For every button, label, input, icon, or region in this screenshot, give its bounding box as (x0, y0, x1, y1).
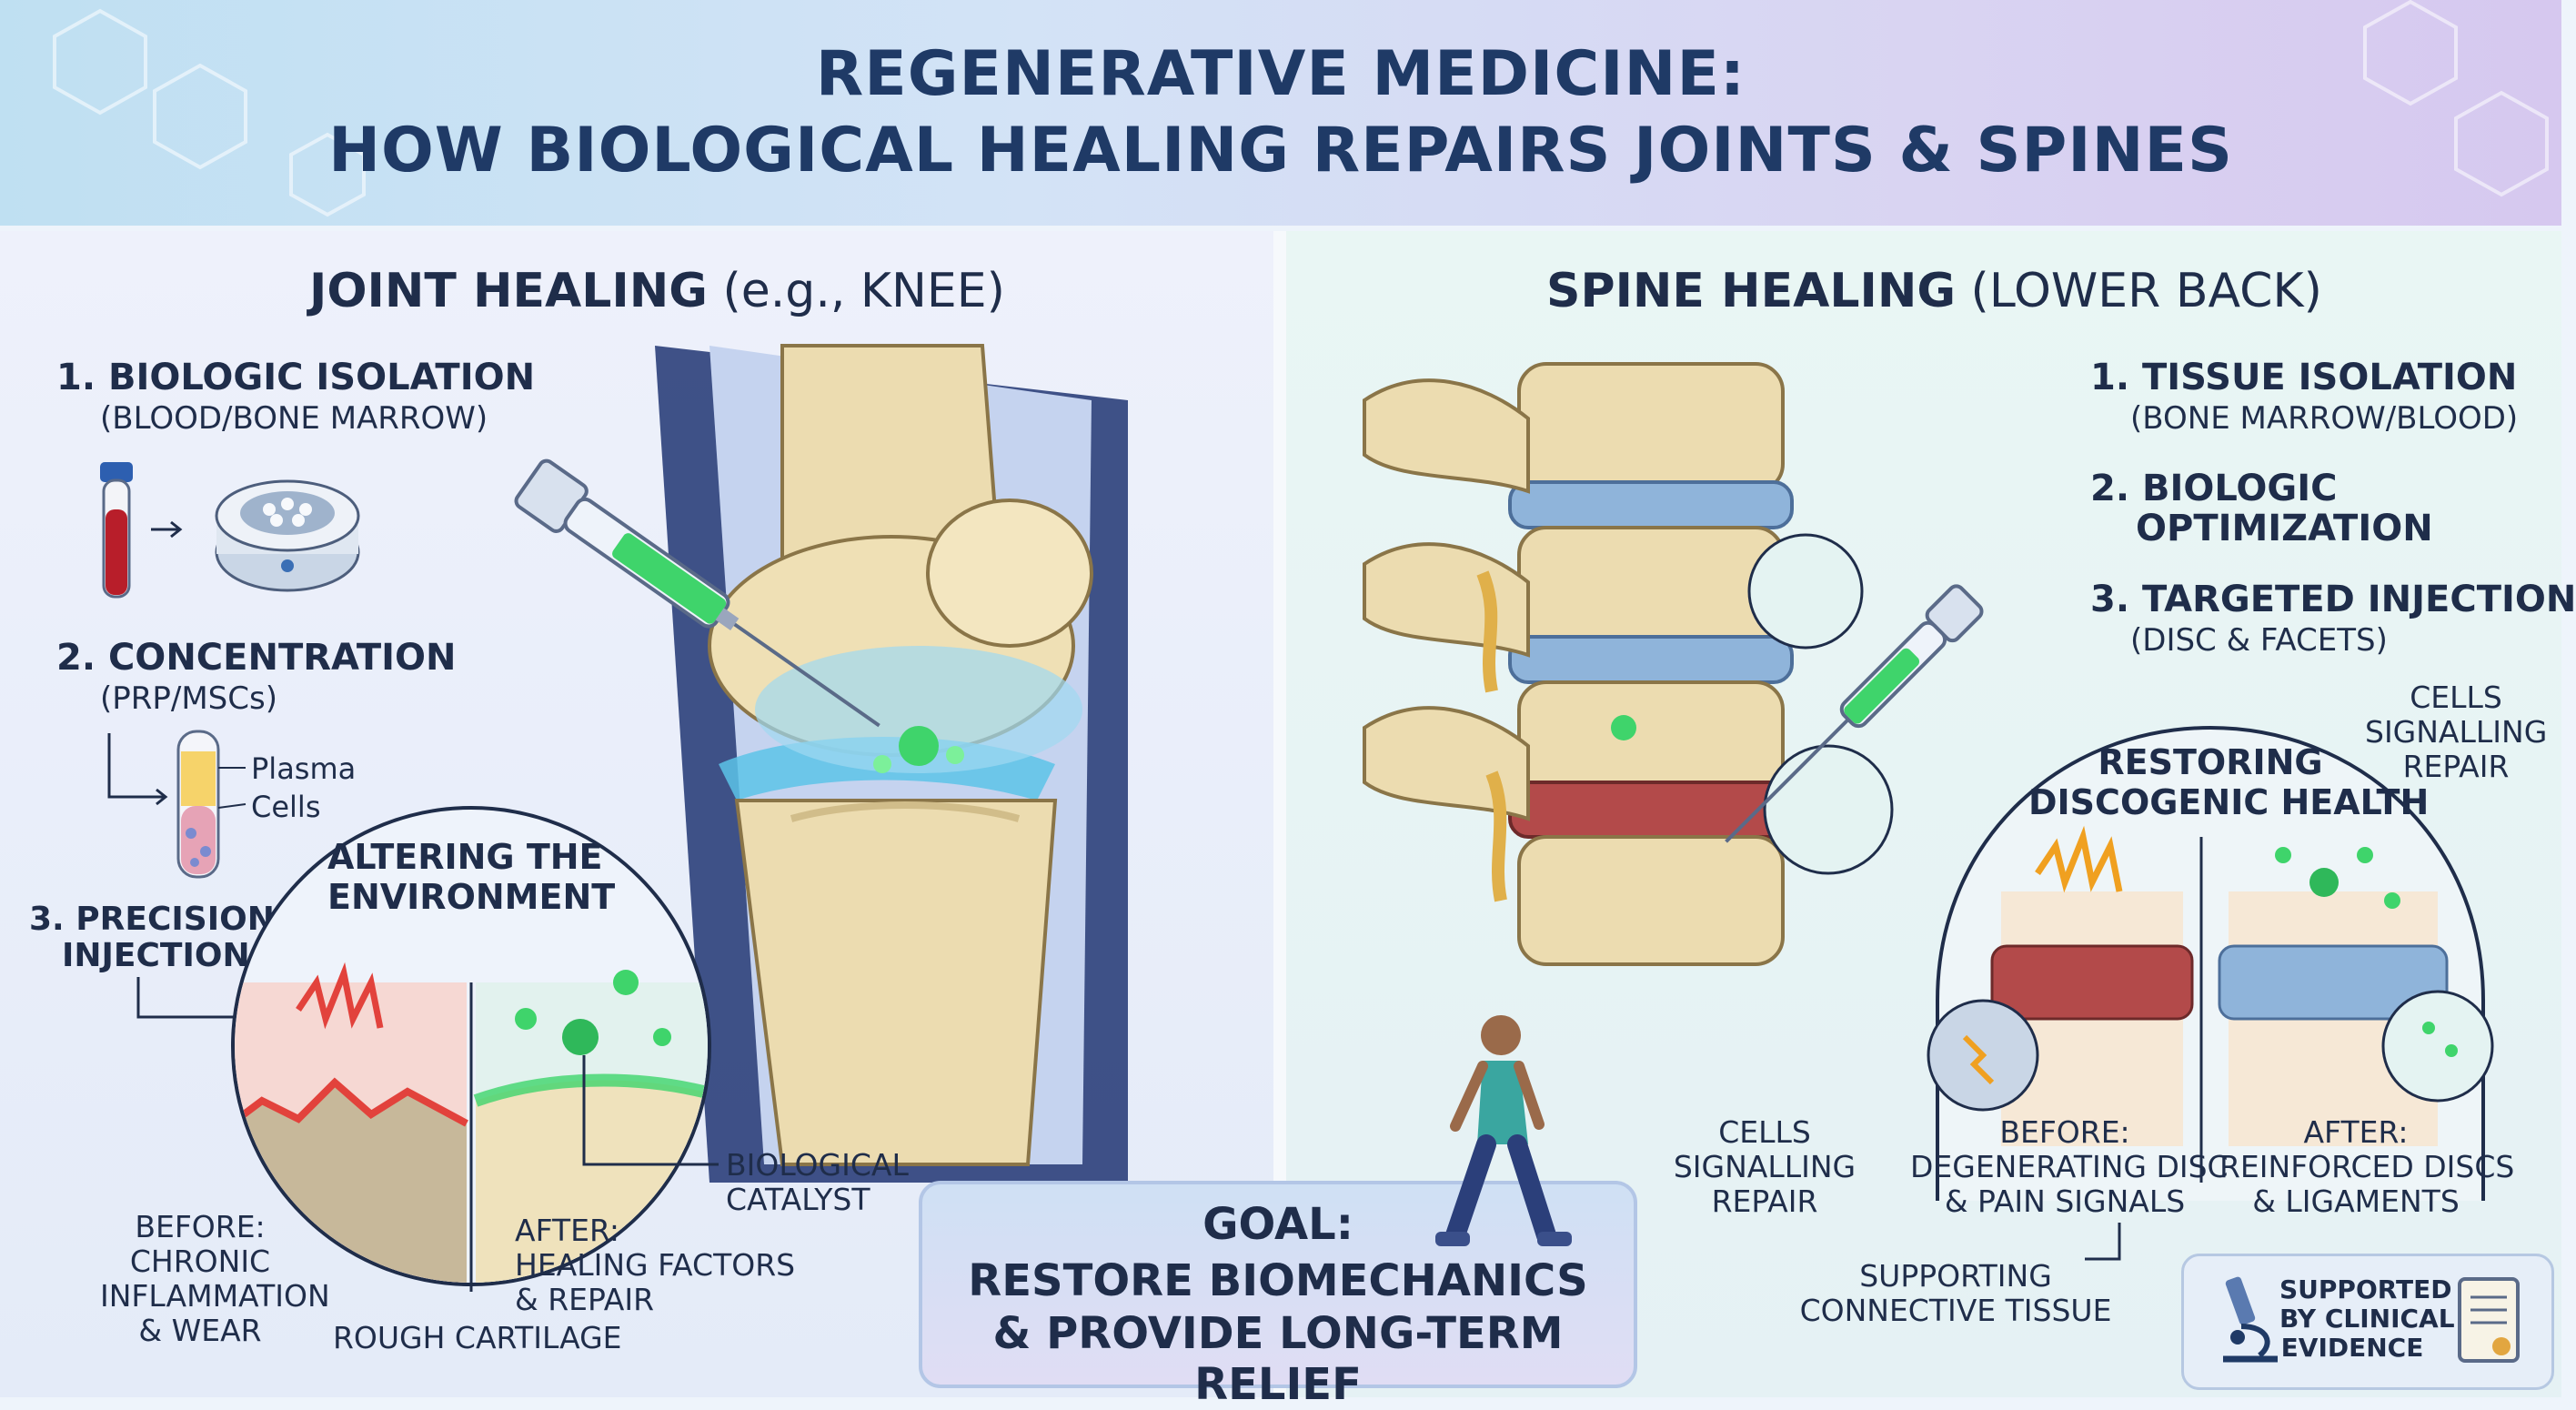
hexagon-pattern (53, 0, 2549, 217)
supporting-line2: CONNECTIVE TISSUE (1799, 1293, 2112, 1328)
page-title-line-2: HOW BIOLOGICAL HEALING REPAIRS JOINTS & … (328, 115, 2233, 186)
joint-before-line1: BEFORE: (135, 1209, 266, 1244)
knee-illustration (655, 344, 1128, 1183)
joint-heading: JOINT HEALING (e.g., KNEE) (309, 264, 1005, 318)
syringe-icon (1725, 584, 1984, 843)
restoring-line2: DISCOGENIC HEALTH (2028, 782, 2430, 822)
catalyst-line2: CATALYST (726, 1182, 870, 1217)
goal-line1: GOAL: (1202, 1199, 1353, 1250)
spine-step1-sub: (BONE MARROW/BLOOD) (2130, 400, 2519, 437)
evidence-line3: EVIDENCE (2280, 1333, 2424, 1363)
environment-title-line2: ENVIRONMENT (327, 877, 616, 917)
joint-after-line2: HEALING FACTORS (515, 1247, 796, 1283)
spine-illustration (1363, 362, 1894, 966)
joint-step3-line1: 3. PRECISION (29, 901, 275, 938)
evidence-line1: SUPPORTED (2279, 1274, 2452, 1304)
document-icon (2458, 1277, 2520, 1363)
environment-detail-circle (231, 806, 711, 1292)
spine-after-line1: AFTER: (2303, 1114, 2409, 1150)
spine-before-line1: BEFORE: (1999, 1114, 2130, 1150)
spine-step2-line2: OPTIMIZATION (2136, 508, 2433, 549)
spine-step3-sub: (DISC & FACETS) (2130, 622, 2388, 659)
rough-cartilage-label: ROUGH CARTILAGE (333, 1320, 622, 1355)
joint-step1-sub: (BLOOD/BONE MARROW) (100, 400, 488, 437)
discogenic-detail-dome (1927, 725, 2494, 1201)
joint-after-line1: AFTER: (515, 1213, 620, 1248)
cells-left-line3: REPAIR (1711, 1183, 1818, 1219)
header-banner (0, 0, 2561, 226)
joint-step1-title: 1. BIOLOGIC ISOLATION (56, 357, 536, 398)
cells-top-line1: CELLS (2410, 680, 2502, 715)
tube-cells-label: Cells (251, 790, 321, 824)
panel-divider (1273, 231, 1286, 1397)
prp-tube-icon (107, 730, 247, 879)
spine-before-line3: & PAIN SIGNALS (1944, 1183, 2186, 1219)
spine-step2-line1: 2. BIOLOGIC (2090, 468, 2338, 509)
restoring-line1: RESTORING (2098, 742, 2323, 782)
microscope-icon (2223, 1276, 2278, 1363)
cells-left-line2: SIGNALLING (1673, 1149, 1857, 1184)
catalyst-connector (582, 1055, 719, 1166)
goal-box (919, 1181, 1637, 1388)
catalyst-line1: BIOLOGICAL (726, 1147, 909, 1183)
cells-top-line2: SIGNALLING (2365, 714, 2548, 750)
joint-before-line2: CHRONIC (129, 1244, 271, 1279)
goal-line3: & PROVIDE LONG-TERM RELIEF (992, 1308, 1564, 1410)
tube-plasma-label: Plasma (251, 751, 357, 786)
centrifuge-icon (215, 479, 360, 592)
joint-after-line3: & REPAIR (515, 1282, 655, 1317)
spine-after-line2: REINFORCED DISCS (2219, 1149, 2515, 1184)
joint-step3-line2: INJECTION (62, 937, 250, 974)
blood-tube-icon (100, 462, 183, 599)
joint-before-line3: INFLAMMATION (100, 1278, 330, 1314)
joint-before-line4: & WEAR (138, 1313, 262, 1348)
syringe-icon (514, 458, 880, 728)
evidence-line2: BY CLINICAL (2279, 1304, 2455, 1334)
page-title-line-1: REGENERATIVE MEDICINE: (815, 38, 1746, 110)
spine-heading: SPINE HEALING (LOWER BACK) (1546, 264, 2322, 318)
supporting-line1: SUPPORTING (1859, 1258, 2052, 1294)
spine-step1-title: 1. TISSUE ISOLATION (2090, 357, 2518, 398)
supporting-connector (2085, 1223, 2121, 1261)
joint-step2-sub: (PRP/MSCs) (100, 680, 277, 717)
environment-title-line1: ALTERING THE (327, 837, 603, 877)
spine-before-line2: DEGENERATING DISC (1910, 1149, 2229, 1184)
spine-after-line3: & LIGAMENTS (2252, 1183, 2460, 1219)
joint-step2-title: 2. CONCENTRATION (56, 637, 457, 679)
walking-person-icon (1435, 1015, 1572, 1246)
step3-connector (136, 977, 264, 1019)
cells-top-line3: REPAIR (2402, 749, 2510, 784)
cells-left-line1: CELLS (1718, 1114, 1811, 1150)
goal-line2: RESTORE BIOMECHANICS (968, 1255, 1588, 1306)
spine-step3-title: 3. TARGETED INJECTION (2090, 579, 2576, 620)
